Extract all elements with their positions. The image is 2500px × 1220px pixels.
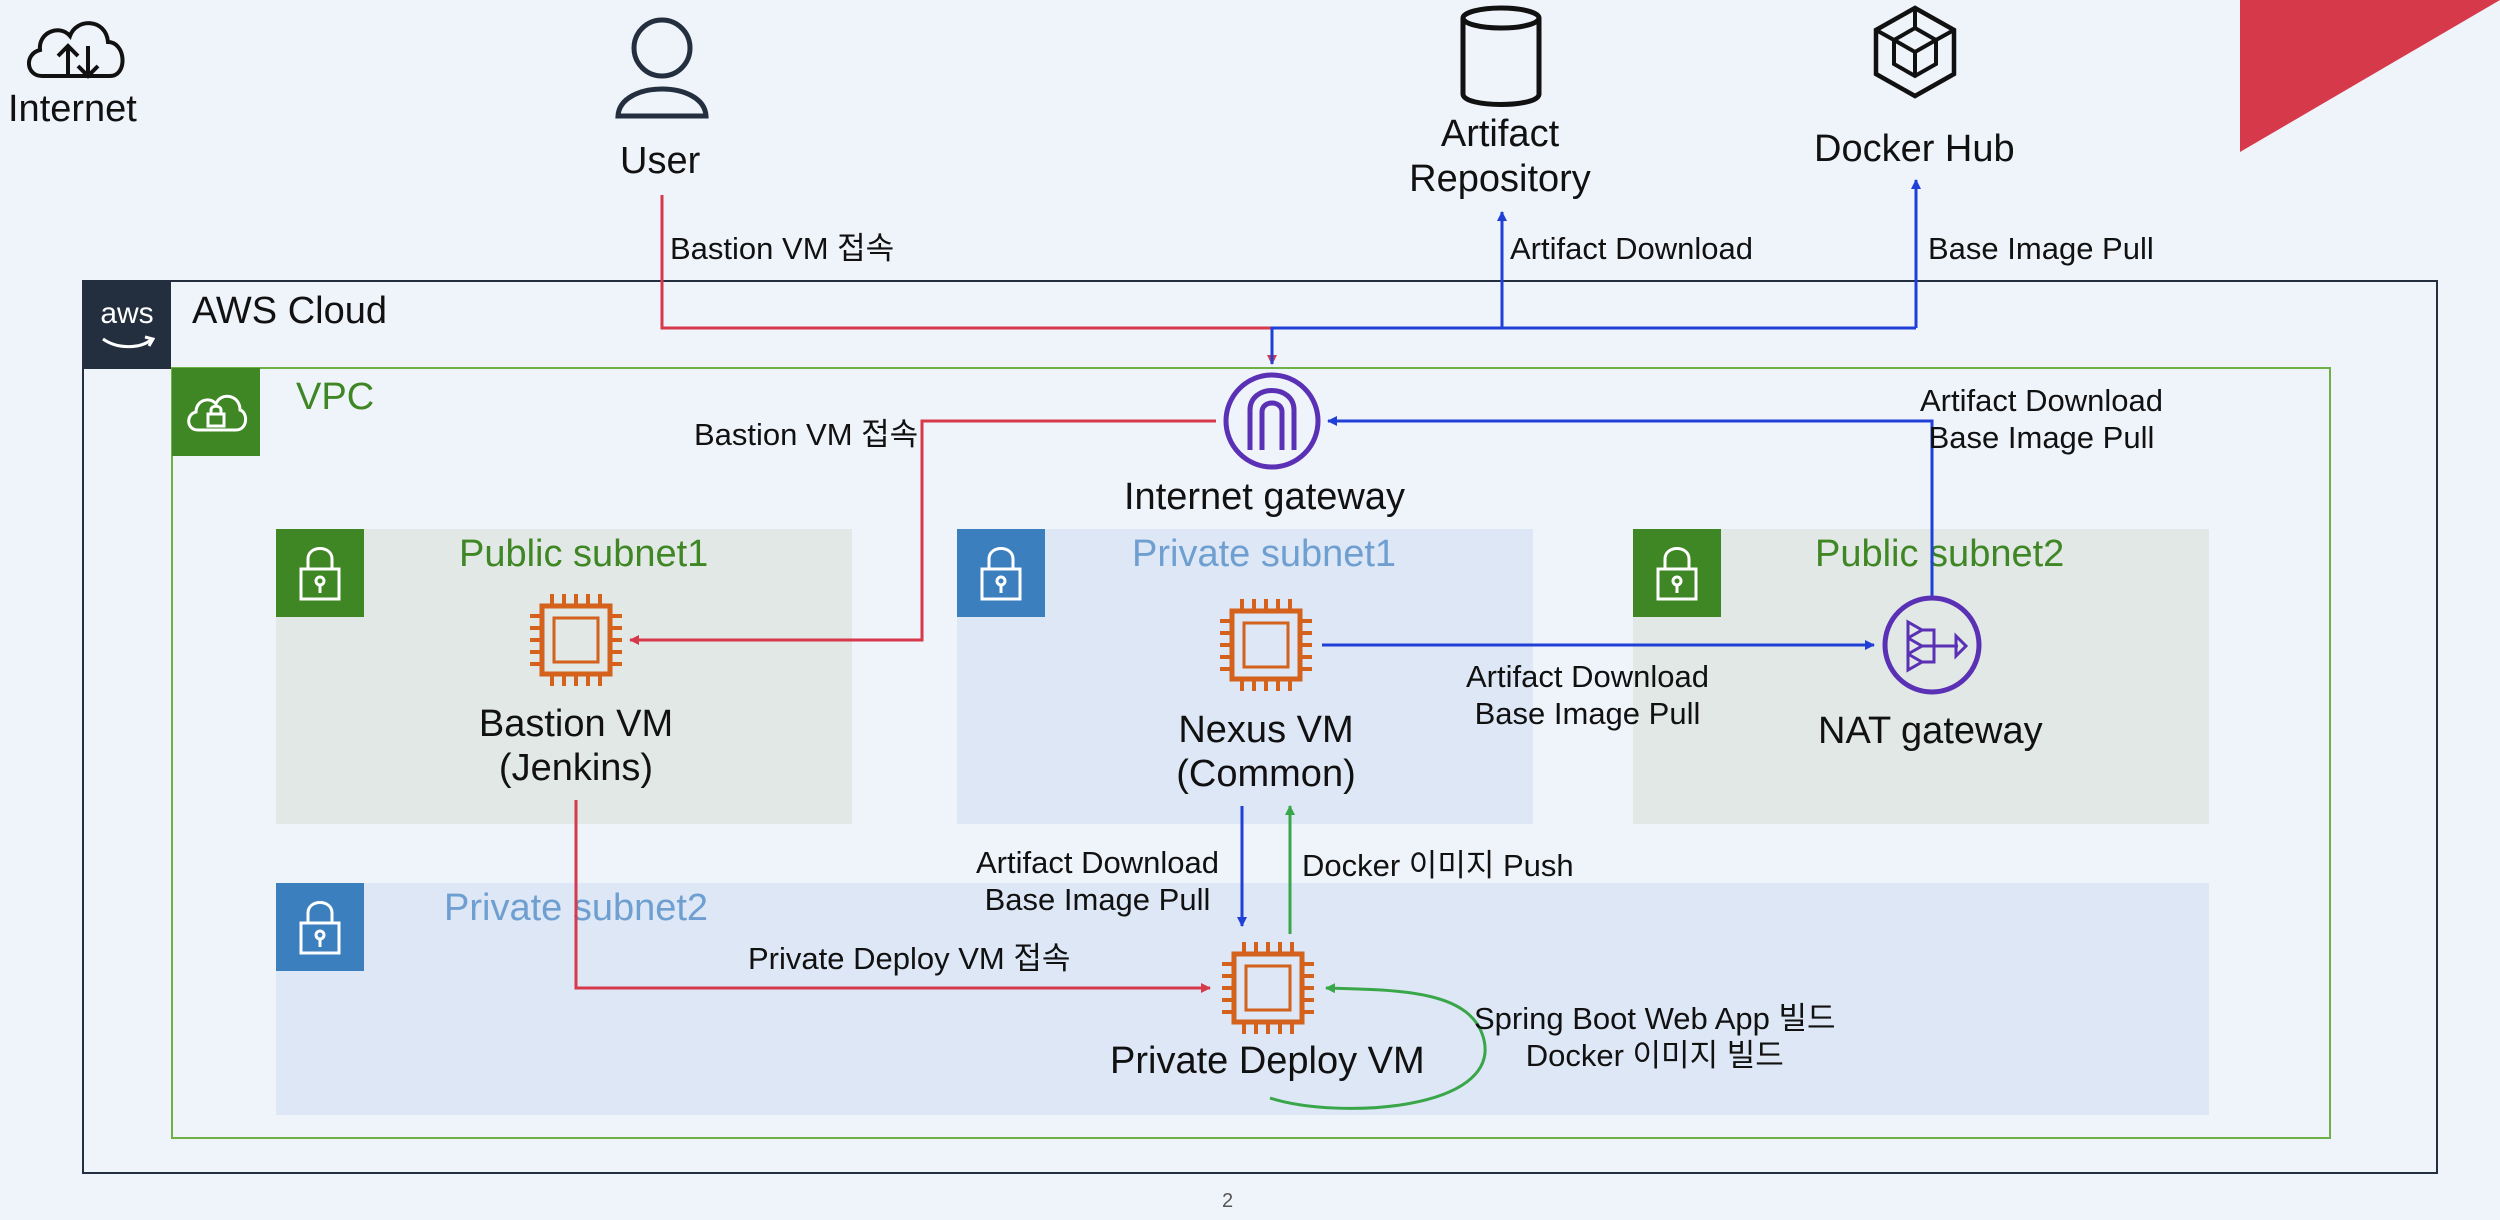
edge-label-base-image-pull: Base Image Pull [1928,231,2154,266]
lock-icon [980,547,1022,601]
artifact-repository-line1: Artifact [1440,113,1560,155]
edge-label-nexus-deploy: Artifact Download Base Image Pull [976,844,1219,918]
database-icon [1460,5,1542,107]
public-subnet2-label: Public subnet2 [1815,533,2065,575]
container-cube-icon [1873,5,1957,99]
edge-igw-to-external [1270,326,1916,364]
docker-hub-label: Docker Hub [1814,128,2015,170]
edge-label-nat-igw: Artifact Download Base Image Pull [1920,382,2163,456]
private-subnet2-badge [276,883,364,971]
private-deploy-vm-label: Private Deploy VM [1110,1040,1425,1082]
vpc-frame [171,367,2331,1139]
page-number: 2 [1222,1190,1234,1212]
user-label: User [620,140,701,182]
edge-label-build: Spring Boot Web App 빌드 Docker 이미지 빌드 [1474,1000,1836,1074]
artifact-repository-label: Artifact Repository [1400,112,1600,202]
public-subnet2-badge [1633,529,1721,617]
vpc-cloud-lock-icon [187,394,247,432]
bastion-chip-icon [530,594,622,686]
nexus-vm-label: Nexus VM (Common) [1116,708,1416,796]
lock-icon [1656,547,1698,601]
private-subnet1-badge [957,529,1045,617]
edge-label-igw-bastion: Bastion VM 접속 [694,417,919,452]
aws-smile-icon [102,335,155,349]
edge-igw-to-bastion [629,419,1216,645]
edge-label-nat-igw-line1: Artifact Download [1920,383,2163,418]
user-icon [615,17,709,119]
nexus-chip-icon [1220,599,1312,691]
edge-label-user-bastion: Bastion VM 접속 [670,231,895,266]
public-subnet1-badge [276,529,364,617]
edge-label-private-deploy-access: Private Deploy VM 접속 [748,941,1071,976]
bastion-vm-line2: (Jenkins) [498,747,654,789]
edge-label-nexus-nat: Artifact Download Base Image Pull [1466,658,1709,732]
edge-bastion-to-deploy [574,800,1211,993]
aws-cloud-label: AWS Cloud [192,290,387,332]
lock-icon [299,901,341,955]
nexus-vm-line1: Nexus VM [1178,709,1354,751]
aws-logo-badge: aws [83,281,171,369]
nat-gateway-icon [1882,595,1982,695]
vpc-label: VPC [296,376,375,418]
artifact-repository-line2: Repository [1409,158,1591,200]
edge-nat-to-igw [1327,416,1934,596]
edge-user-to-igw [660,195,1277,365]
internet-gateway-label: Internet gateway [1124,476,1405,518]
edge-label-nat-igw-line2: Base Image Pull [1928,420,2155,455]
nat-gateway-label: NAT gateway [1818,710,2043,752]
public-subnet1-label: Public subnet1 [459,533,709,575]
edge-label-nexus-deploy-line1: Artifact Download [976,845,1219,880]
internet-gateway-icon [1223,372,1321,470]
cloud-upload-download-icon [27,21,125,79]
deploy-chip-icon [1222,942,1314,1034]
corner-triangle-decoration [2240,0,2500,152]
nexus-vm-line2: (Common) [1176,753,1356,795]
bastion-vm-line1: Bastion VM [478,703,674,745]
aws-cloud-frame [82,280,2438,1174]
edge-label-docker-push: Docker 이미지 Push [1302,848,1574,883]
aws-logo-text: aws [100,297,154,330]
edge-label-artifact-download: Artifact Download [1510,231,1753,266]
edge-build-loop [1269,983,1487,1110]
edge-label-nexus-nat-line2: Base Image Pull [1474,696,1701,731]
edge-label-build-line2: Docker 이미지 빌드 [1525,1038,1784,1073]
edge-label-nexus-deploy-line2: Base Image Pull [984,882,1211,917]
bastion-vm-label: Bastion VM (Jenkins) [426,702,726,790]
private-subnet1-label: Private subnet1 [1132,533,1397,575]
edge-label-build-line1: Spring Boot Web App 빌드 [1474,1001,1836,1036]
edge-label-nexus-nat-line1: Artifact Download [1466,659,1709,694]
internet-label: Internet [8,88,137,130]
vpc-badge [172,368,260,456]
lock-icon [299,547,341,601]
